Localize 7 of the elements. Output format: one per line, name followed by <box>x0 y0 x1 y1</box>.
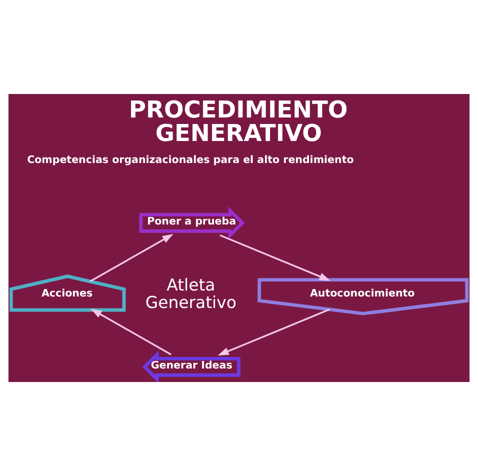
arrow <box>90 234 174 282</box>
arrow <box>220 234 330 281</box>
label: Competencias organizacionales para el alto rendimiento <box>27 154 354 166</box>
diagram-title: PROCEDIMIENTO GENERATIVO <box>128 96 348 147</box>
arrow <box>90 308 172 356</box>
label: Atleta Generativo <box>145 275 236 312</box>
arrow <box>218 308 330 356</box>
